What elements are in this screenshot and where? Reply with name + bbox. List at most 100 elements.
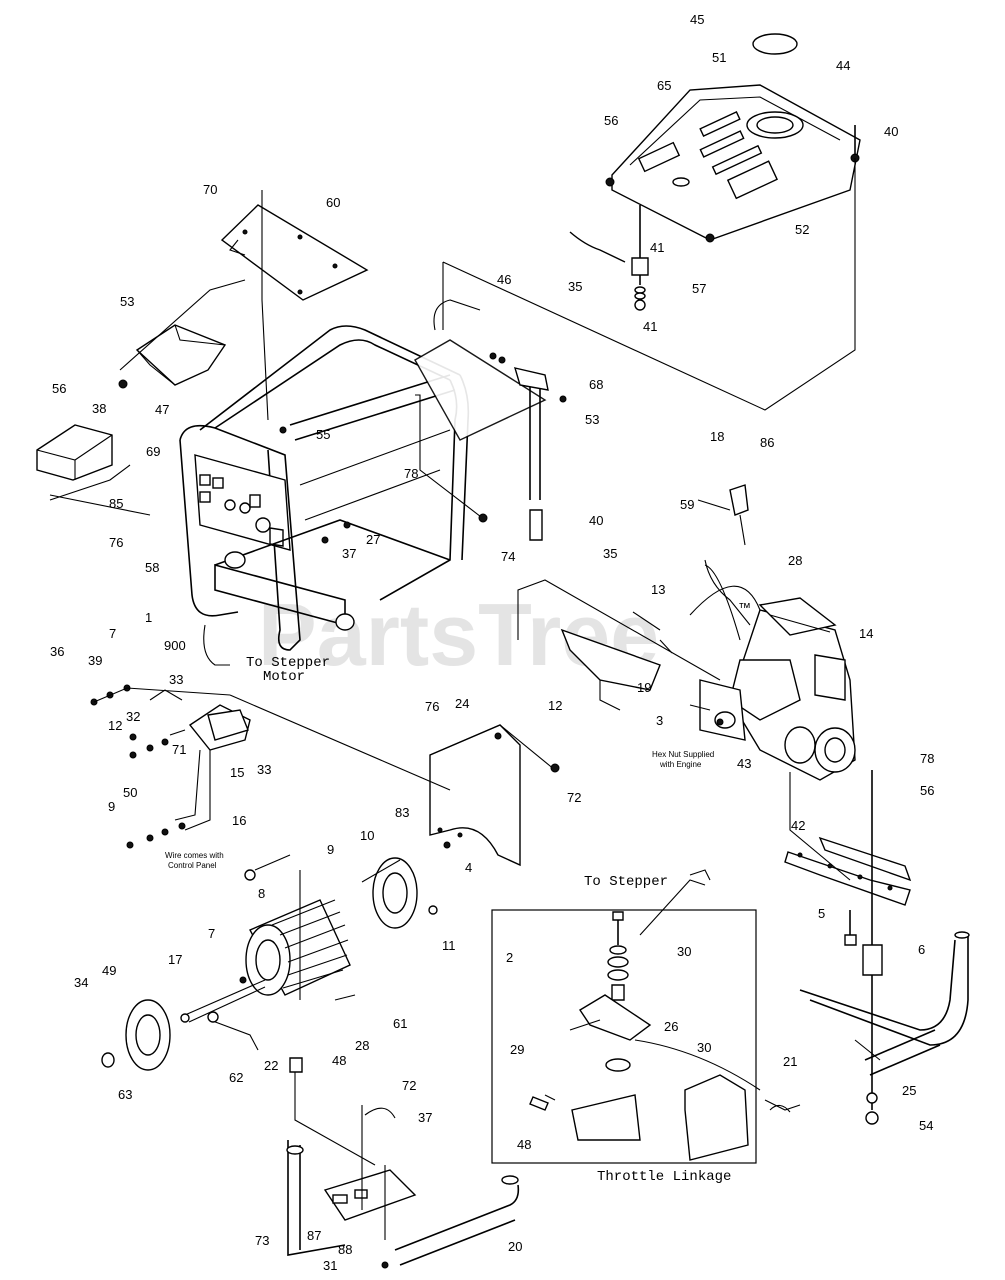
callout-41: 41: [650, 240, 664, 255]
callout-14: 14: [859, 626, 873, 641]
callout-11: 11: [442, 938, 456, 953]
callout-74: 74: [501, 549, 515, 564]
callout-37: 37: [342, 546, 356, 561]
callout-54: 54: [919, 1118, 933, 1133]
callout-76: 76: [425, 699, 439, 714]
voltage-regulator: [90, 624, 251, 849]
callout-56: 56: [52, 381, 66, 396]
watermark-trademark: ™: [738, 600, 751, 615]
callout-20: 20: [508, 1239, 522, 1254]
callout-57: 57: [692, 281, 706, 296]
heat-shield: [229, 694, 560, 867]
inset-title-throttle-linkage: Throttle Linkage: [597, 1169, 731, 1185]
callout-40: 40: [884, 124, 898, 139]
callout-15: 15: [230, 765, 244, 780]
callout-33: 33: [169, 672, 183, 687]
callout-21: 21: [783, 1054, 797, 1069]
callout-50: 50: [123, 785, 137, 800]
callout-83: 83: [395, 805, 409, 820]
callout-9: 9: [327, 842, 334, 857]
callout-86: 86: [760, 435, 774, 450]
callout-7: 7: [109, 626, 116, 641]
callout-43: 43: [737, 756, 751, 771]
alternator: [101, 854, 438, 1071]
callout-26: 26: [664, 1019, 678, 1034]
callout-31: 31: [323, 1258, 337, 1273]
callout-27: 27: [366, 532, 380, 547]
fuel-tank: [442, 33, 861, 411]
callout-4: 4: [465, 860, 472, 875]
callout-61: 61: [393, 1016, 407, 1031]
callout-49: 49: [102, 963, 116, 978]
callout-32: 32: [126, 709, 140, 724]
callout-56: 56: [604, 113, 618, 128]
note-hex-nut-line2: with Engine: [659, 760, 702, 769]
callout-41: 41: [643, 319, 657, 334]
callout-72: 72: [567, 790, 581, 805]
callout-24: 24: [455, 696, 469, 711]
callout-53: 53: [585, 412, 599, 427]
callout-17: 17: [168, 952, 182, 967]
callout-8: 8: [258, 886, 265, 901]
callout-59: 59: [680, 497, 694, 512]
callout-18: 18: [710, 429, 724, 444]
callout-19: 19: [637, 680, 651, 695]
callout-52: 52: [795, 222, 809, 237]
callout-63: 63: [118, 1087, 132, 1102]
note-to-stepper-motor-line1: To Stepper: [246, 655, 330, 671]
note-to-stepper: To Stepper: [584, 874, 668, 890]
callout-28: 28: [788, 553, 802, 568]
callout-5: 5: [818, 906, 825, 921]
throttle-linkage-inset: [491, 869, 801, 1164]
callout-36: 36: [50, 644, 64, 659]
callout-55: 55: [316, 427, 330, 442]
callout-38: 38: [92, 401, 106, 416]
callout-10: 10: [360, 828, 374, 843]
callout-30: 30: [677, 944, 691, 959]
panel-box: [36, 424, 151, 516]
callout-13: 13: [651, 582, 665, 597]
callout-71: 71: [172, 742, 186, 757]
callout-7: 7: [208, 926, 215, 941]
callout-35: 35: [603, 546, 617, 561]
callout-16: 16: [232, 813, 246, 828]
engine: [689, 564, 856, 781]
callout-44: 44: [836, 58, 850, 73]
callout-76: 76: [109, 535, 123, 550]
callout-34: 34: [74, 975, 88, 990]
control-plate: [220, 190, 369, 421]
misc-small-parts: [118, 379, 751, 726]
callout-900: 900: [164, 638, 186, 653]
callout-28: 28: [355, 1038, 369, 1053]
callout-12: 12: [108, 718, 122, 733]
callout-39: 39: [88, 653, 102, 668]
callout-62: 62: [229, 1070, 243, 1085]
callout-87: 87: [307, 1228, 321, 1243]
fuel-line: [433, 262, 567, 541]
callout-60: 60: [326, 195, 340, 210]
callout-25: 25: [902, 1083, 916, 1098]
callout-6: 6: [918, 942, 925, 957]
callout-78: 78: [404, 466, 418, 481]
callout-35: 35: [568, 279, 582, 294]
callout-69: 69: [146, 444, 160, 459]
note-hex-nut-line1: Hex Nut Supplied: [652, 750, 714, 759]
handle-bottom: [286, 1057, 520, 1269]
frame: [179, 325, 547, 651]
callout-78: 78: [920, 751, 934, 766]
callout-73: 73: [255, 1233, 269, 1248]
frame-foot-right: [799, 931, 970, 1076]
callout-45: 45: [690, 12, 704, 27]
callout-85: 85: [109, 496, 123, 511]
callout-2: 2: [506, 950, 513, 965]
callout-88: 88: [338, 1242, 352, 1257]
callout-48: 48: [332, 1053, 346, 1068]
note-wire-comes-line1: Wire comes with: [165, 851, 224, 860]
callout-33: 33: [257, 762, 271, 777]
note-wire-comes-line2: Control Panel: [168, 861, 217, 870]
engine-bracket: [517, 579, 721, 711]
callout-51: 51: [712, 50, 726, 65]
callout-70: 70: [203, 182, 217, 197]
callout-48: 48: [517, 1137, 531, 1152]
